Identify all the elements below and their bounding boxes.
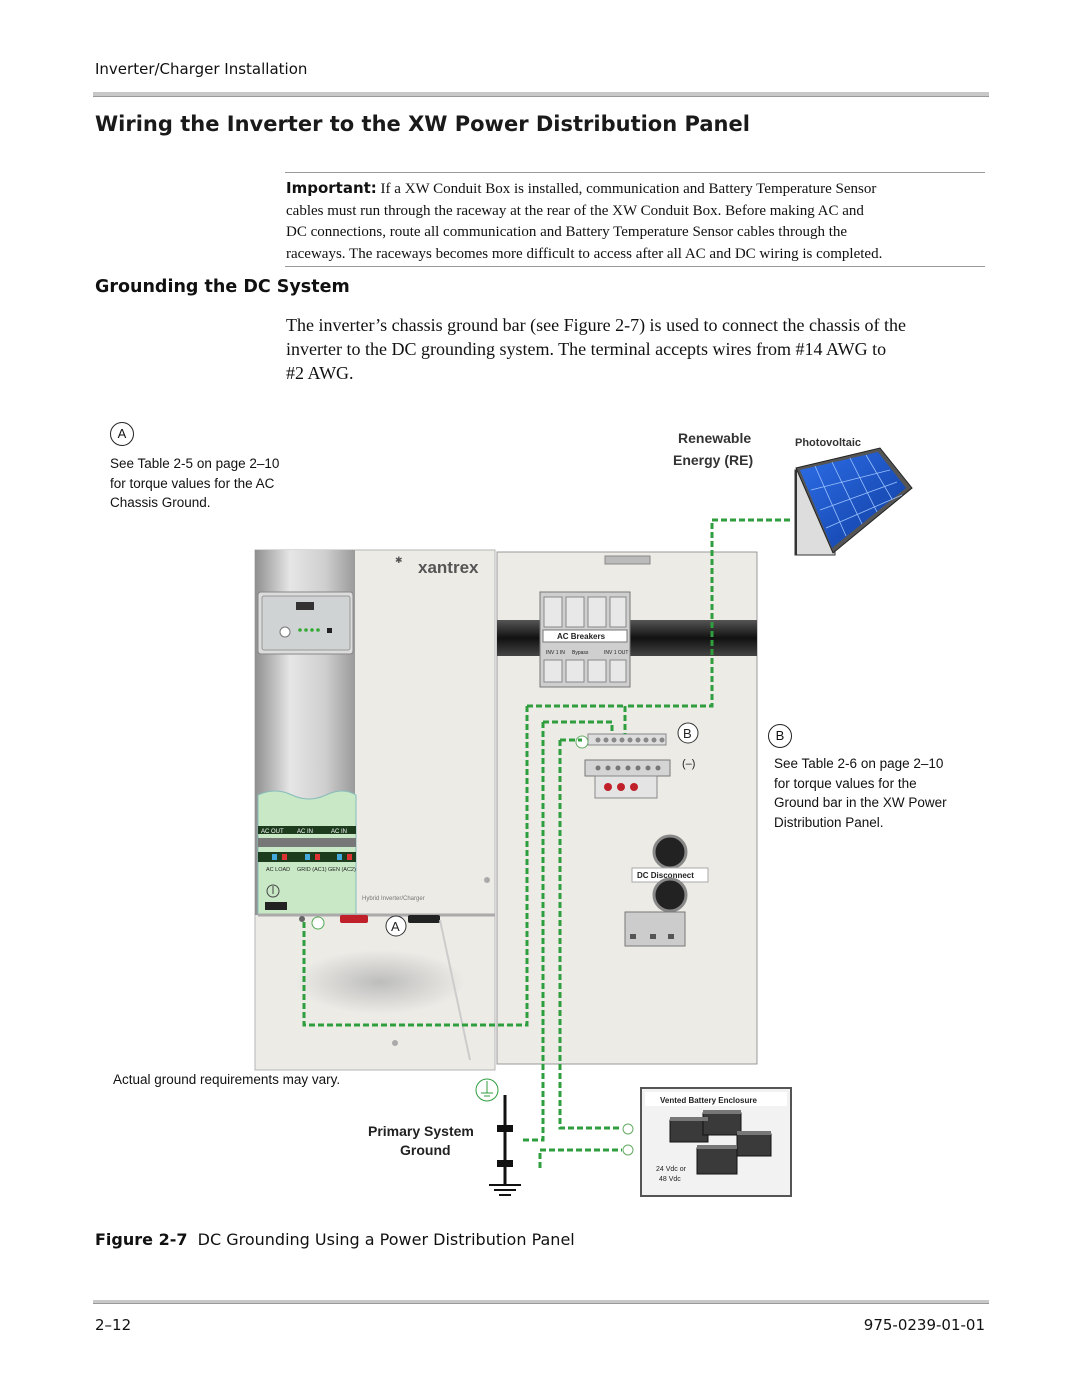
grid-label: GRID (AC1) bbox=[297, 867, 327, 873]
note-line-1: If a XW Conduit Box is installed, commun… bbox=[380, 181, 877, 197]
battery-voltage: 24 Vdc or bbox=[656, 1166, 687, 1173]
marker-b: B bbox=[683, 726, 692, 741]
note-line-3: DC connections, route all communication … bbox=[286, 224, 848, 240]
ac-terminal-strip bbox=[258, 826, 356, 834]
note-line-4: raceways. The raceways becomes more diff… bbox=[286, 245, 883, 262]
note-line-2: cables must run through the raceway at t… bbox=[286, 202, 864, 219]
page-number: 2–12 bbox=[95, 1316, 132, 1334]
battery-voltage: 48 Vdc bbox=[659, 1176, 681, 1183]
ground-note: Actual ground requirements may vary. bbox=[113, 1072, 340, 1087]
batteries bbox=[669, 1112, 772, 1175]
callout-a-marker: A bbox=[110, 422, 134, 446]
running-header: Inverter/Charger Installation bbox=[95, 60, 308, 78]
brand-label: xantrex bbox=[418, 558, 479, 577]
battery-enclosure-label: Vented Battery Enclosure bbox=[660, 1096, 757, 1105]
minus-label: (–) bbox=[682, 758, 695, 770]
header-rule bbox=[93, 92, 989, 97]
callout-a-line: See Table 2-5 on page 2–10 bbox=[110, 456, 280, 471]
body-line-1: The inverter’s chassis ground bar (see F… bbox=[286, 315, 906, 335]
note-bottom-rule bbox=[285, 266, 985, 267]
footer-rule bbox=[93, 1300, 989, 1304]
callout-a-line: for torque values for the AC bbox=[110, 475, 275, 491]
section-heading: Grounding the DC System bbox=[95, 277, 350, 297]
ground-wires bbox=[302, 518, 790, 1168]
page-title: Wiring the Inverter to the XW Power Dist… bbox=[95, 112, 750, 136]
important-label: Important: bbox=[286, 179, 377, 197]
ac-out-label: AC OUT bbox=[261, 829, 284, 835]
renewable-label-2: Energy (RE) bbox=[673, 452, 753, 468]
important-note: Important: If a XW Conduit Box is instal… bbox=[286, 178, 986, 265]
breaker-label: INV 1 OUT bbox=[604, 650, 628, 656]
ac-load-label: AC LOAD bbox=[266, 867, 290, 873]
figure-title: DC Grounding Using a Power Distribution … bbox=[197, 1230, 575, 1249]
body-paragraph: The inverter’s chassis ground bar (see F… bbox=[286, 313, 966, 385]
svg-text:✱: ✱ bbox=[395, 556, 403, 566]
pv-label: Photovoltaic bbox=[795, 437, 861, 449]
renewable-label-1: Renewable bbox=[678, 430, 751, 446]
breaker-label: INV 1 IN bbox=[546, 650, 565, 656]
gen-label: GEN (AC2) bbox=[328, 867, 356, 873]
dc-disconnect-top bbox=[652, 834, 688, 870]
callout-b-line: for torque values for the bbox=[774, 775, 917, 791]
callout-b-marker: B bbox=[768, 724, 792, 748]
figure-number: Figure 2-7 bbox=[95, 1230, 188, 1249]
inverter-label: Hybrid Inverter/Charger bbox=[362, 896, 425, 902]
ac-in-label: AC IN bbox=[297, 829, 313, 835]
callout-a-line: Chassis Ground. bbox=[110, 495, 211, 510]
dc-disconnect-label: DC Disconnect bbox=[637, 871, 694, 880]
ac-breakers-label: AC Breakers bbox=[557, 632, 606, 641]
breaker-label: Bypass bbox=[572, 650, 589, 656]
body-line-2: inverter to the DC grounding system. The… bbox=[286, 339, 887, 359]
figure-caption: Figure 2-7 DC Grounding Using a Power Di… bbox=[95, 1230, 575, 1249]
dc-disconnect-base bbox=[624, 911, 686, 947]
callout-a-note: See Table 2-5 on page 2–10 for torque va… bbox=[110, 454, 279, 513]
document-number: 975-0239-01-01 bbox=[863, 1316, 985, 1334]
callout-b-note: See Table 2-6 on page 2–10 for torque va… bbox=[774, 754, 947, 832]
ac-in-label: AC IN bbox=[331, 829, 347, 835]
note-top-rule bbox=[285, 172, 985, 173]
callout-b-line: Ground bar in the XW Power bbox=[774, 795, 947, 810]
marker-a: A bbox=[391, 919, 400, 934]
callout-b-line: See Table 2-6 on page 2–10 bbox=[774, 756, 944, 771]
callout-b-line: Distribution Panel. bbox=[774, 814, 884, 830]
primary-ground-label-1: Primary System bbox=[368, 1123, 474, 1139]
primary-ground-label-2: Ground bbox=[400, 1142, 451, 1158]
body-line-3: #2 AWG. bbox=[286, 363, 354, 383]
